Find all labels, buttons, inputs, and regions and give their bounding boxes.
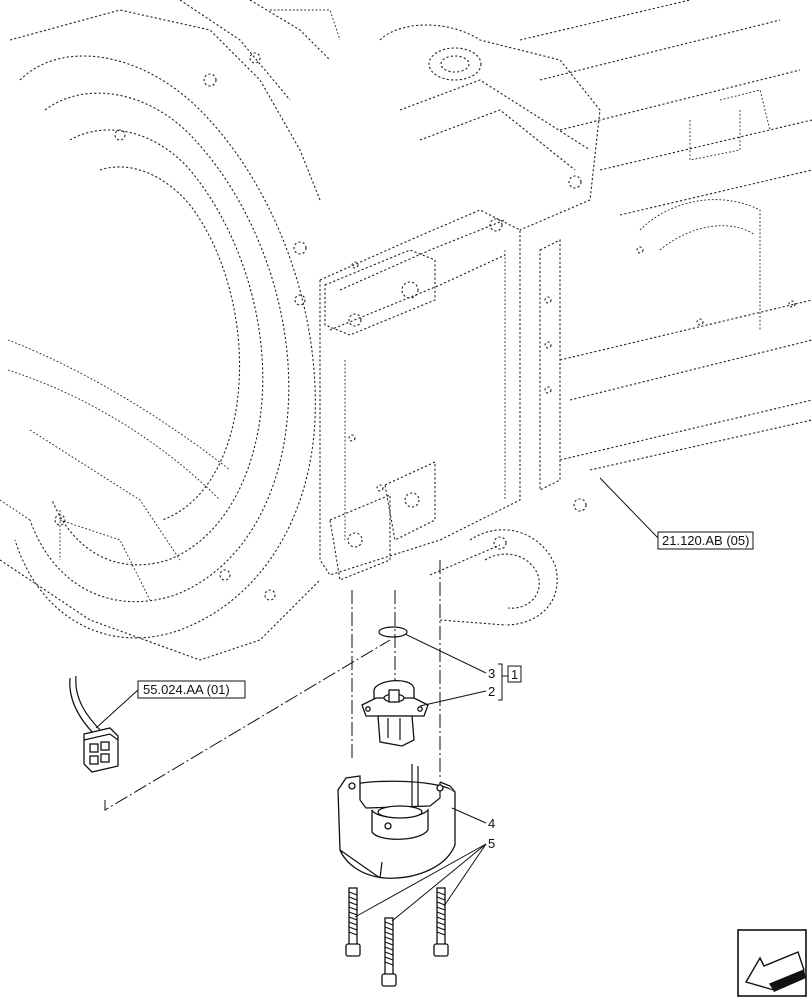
bolt-right xyxy=(433,887,449,957)
harness-connector xyxy=(69,675,119,773)
callout-frame-ref-text: 21.120.AB (05) xyxy=(662,533,749,548)
bolt-left xyxy=(345,887,361,957)
part-number-2: 2 xyxy=(488,684,495,699)
group-number-1: 1 xyxy=(511,667,518,682)
bolt-center xyxy=(381,917,397,987)
o-ring-part xyxy=(378,626,408,638)
housing-frame-ghost xyxy=(0,0,812,661)
callout-harness-ref[interactable]: 55.024.AA (01) xyxy=(137,680,246,699)
sensor-part xyxy=(361,680,429,747)
assembly-center-lines xyxy=(104,560,441,811)
part-number-5: 5 xyxy=(488,836,495,851)
group-box xyxy=(507,665,522,683)
callout-harness-ref-text: 55.024.AA (01) xyxy=(143,682,230,697)
leader-lines xyxy=(95,477,661,922)
bracket-part xyxy=(337,764,456,879)
part-labels: 3 1 2 4 5 xyxy=(488,665,522,851)
part-number-4: 4 xyxy=(488,816,495,831)
part-number-3: 3 xyxy=(488,666,495,681)
callout-frame-ref[interactable]: 21.120.AB (05) xyxy=(657,531,754,550)
next-page-arrow-icon[interactable] xyxy=(737,929,807,997)
